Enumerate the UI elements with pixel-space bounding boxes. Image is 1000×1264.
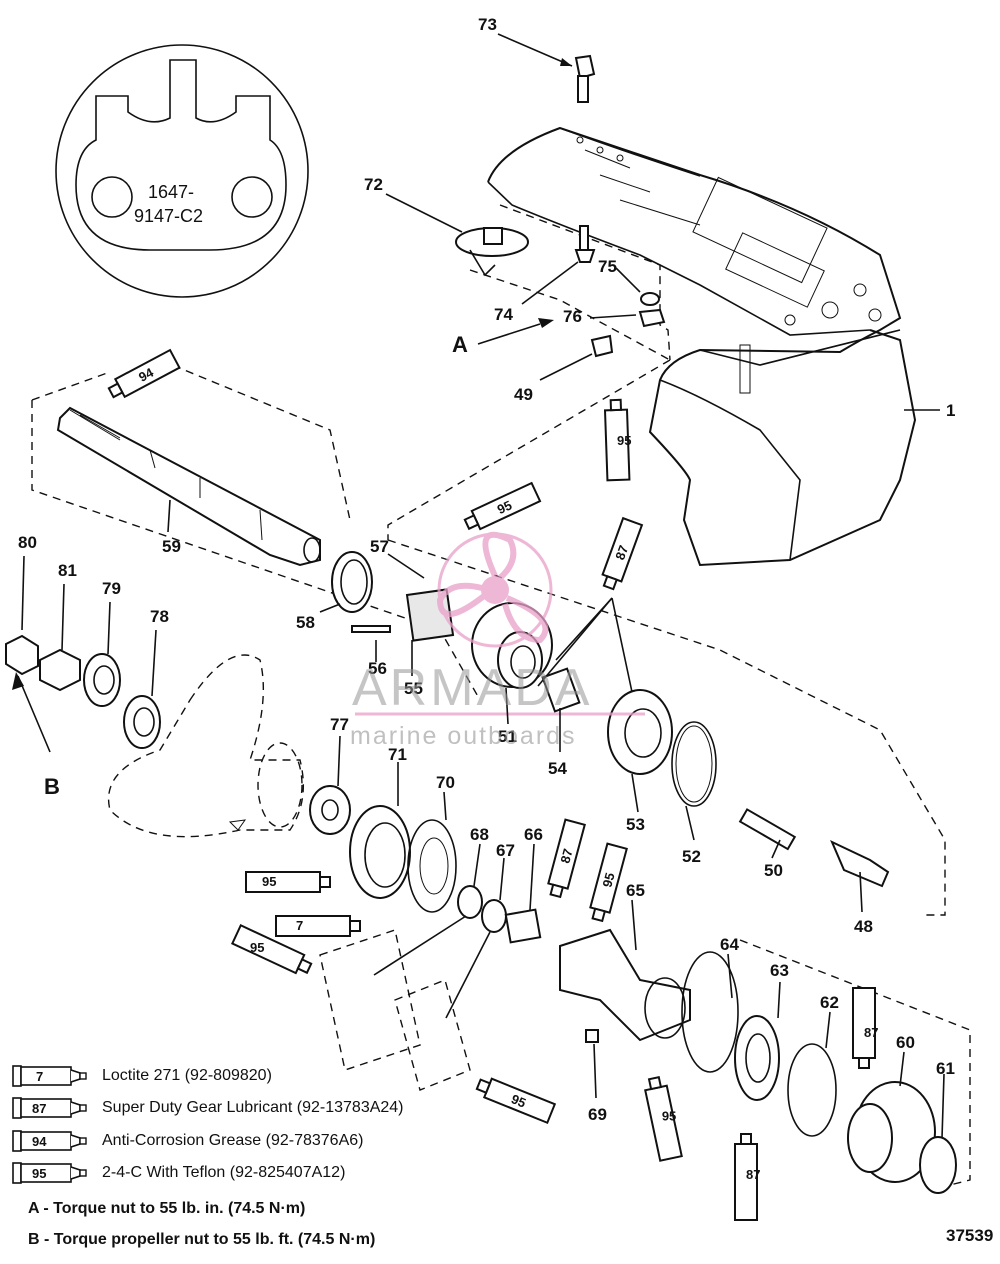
callout-50: 50	[764, 861, 783, 880]
callout-62: 62	[820, 993, 839, 1012]
callout-72: 72	[364, 175, 383, 194]
legend-text: Super Duty Gear Lubricant (92-13783A24)	[102, 1099, 404, 1116]
tube-icon: 7	[12, 1064, 88, 1088]
assembly-outline	[31, 204, 971, 1191]
callout-76: 76	[563, 307, 582, 326]
legend-item: 7 Loctite 271 (92-809820)	[12, 1063, 272, 1089]
tube-label-95: 95	[617, 433, 631, 448]
tube-label-87: 87	[746, 1167, 760, 1182]
callout-65: 65	[626, 881, 645, 900]
callout-60: 60	[896, 1033, 915, 1052]
callout-63: 63	[770, 961, 789, 980]
callout-68: 68	[470, 825, 489, 844]
callout-1: 1	[946, 401, 955, 420]
torque-note-a: A - Torque nut to 55 lb. in. (74.5 N·m)	[28, 1200, 306, 1217]
legend-item: 87 Super Duty Gear Lubricant (92-13783A2…	[12, 1095, 404, 1121]
callout-73: 73	[478, 15, 497, 34]
tube-icon: 94	[12, 1129, 88, 1153]
legend-code: 7	[36, 1069, 43, 1084]
torque-note-b: B - Torque propeller nut to 55 lb. ft. (…	[28, 1231, 376, 1248]
callout-78: 78	[150, 607, 169, 626]
tube-label-95: 95	[662, 1108, 676, 1123]
tube-label-95: 95	[250, 940, 264, 955]
callout-81: 81	[58, 561, 77, 580]
callout-54: 54	[548, 759, 567, 778]
callout-66: 66	[524, 825, 543, 844]
callout-51: 51	[498, 727, 517, 746]
propeller-shaft	[56, 406, 321, 567]
callout-A: A	[452, 332, 468, 357]
gear-housing	[487, 126, 917, 567]
legend-text: Loctite 271 (92-809820)	[102, 1067, 272, 1084]
callout-58: 58	[296, 613, 315, 632]
tube-label-87: 87	[612, 543, 631, 562]
callout-52: 52	[682, 847, 701, 866]
callout-53: 53	[626, 815, 645, 834]
legend-text: 2-4-C With Teflon (92-825407A12)	[102, 1164, 346, 1181]
callout-75: 75	[598, 257, 617, 276]
tube-label-7: 7	[296, 918, 303, 933]
tube-label-87: 87	[864, 1025, 878, 1040]
callout-70: 70	[436, 773, 455, 792]
propeller	[108, 654, 305, 838]
watermark-logo	[355, 531, 645, 716]
callout-77: 77	[330, 715, 349, 734]
detail-code-line1: 1647-	[148, 182, 195, 202]
callout-80: 80	[18, 533, 37, 552]
watermark-name: ARMADA	[352, 659, 593, 717]
legend-code: 95	[32, 1166, 46, 1181]
callout-71: 71	[388, 745, 407, 764]
tube-label-95: 95	[599, 871, 617, 889]
legend-code: 87	[32, 1101, 46, 1116]
tube-label-95: 95	[495, 497, 514, 517]
watermark-subtitle: marine outboards	[350, 722, 577, 750]
figure-number: 37539	[946, 1226, 994, 1245]
legend-code: 94	[32, 1134, 47, 1149]
tube-label-95: 95	[262, 874, 276, 889]
callout-67: 67	[496, 841, 515, 860]
parts	[5, 54, 957, 1194]
legend-item: 94 Anti-Corrosion Grease (92-78376A6)	[12, 1128, 363, 1154]
lubricant-tubes: 94 95 95 87 95 7 95 87 95 95 95 87 87	[107, 348, 878, 1221]
callout-61: 61	[936, 1059, 955, 1078]
callout-69: 69	[588, 1105, 607, 1124]
callout-59: 59	[162, 537, 181, 556]
tube-icon: 95	[12, 1161, 88, 1185]
callout-49: 49	[514, 385, 533, 404]
callout-55: 55	[404, 679, 423, 698]
callout-74: 74	[494, 305, 513, 324]
callout-79: 79	[102, 579, 121, 598]
callout-56: 56	[368, 659, 387, 678]
callout-B: B	[44, 774, 60, 799]
callout-64: 64	[720, 935, 739, 954]
callout-48: 48	[854, 917, 873, 936]
legend-text: Anti-Corrosion Grease (92-78376A6)	[102, 1132, 364, 1149]
legend-item: 95 2-4-C With Teflon (92-825407A12)	[12, 1160, 345, 1186]
leader-lines	[12, 33, 945, 1139]
tube-icon: 87	[12, 1096, 88, 1120]
callout-57: 57	[370, 537, 389, 556]
callout-labels: 73 72 75 74 76 A 49 1 59 57 80 81 79 78 …	[18, 15, 955, 1124]
tube-label-95: 95	[509, 1091, 528, 1110]
detail-code-line2: 9147-C2	[134, 206, 204, 226]
detail-inset	[55, 44, 309, 298]
tube-label-87: 87	[557, 847, 575, 865]
